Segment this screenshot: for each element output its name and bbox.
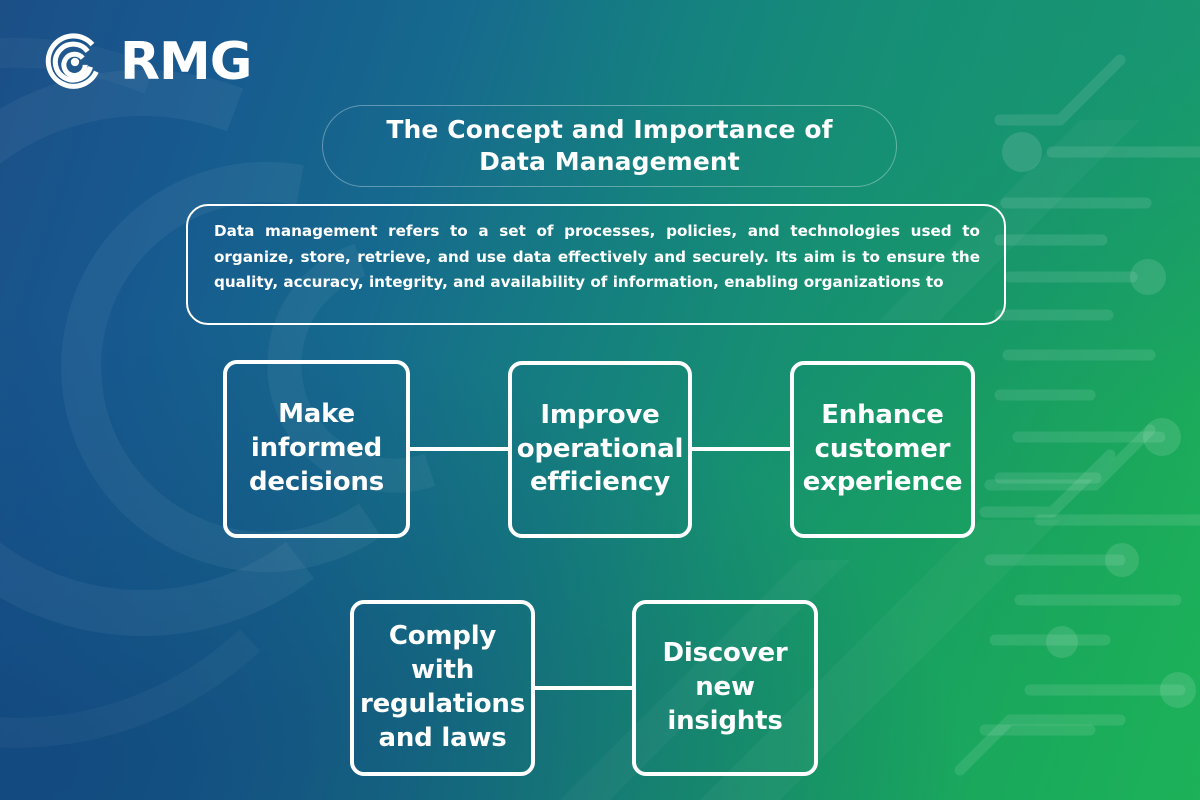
flow-box-label: Discover new insights bbox=[662, 638, 788, 736]
flow-box-label: Enhance customer experience bbox=[802, 399, 963, 498]
rmg-spiral-logo-icon bbox=[45, 33, 99, 89]
page-title: The Concept and Importance of Data Manag… bbox=[386, 114, 833, 177]
flow-box-enhance-customer-experience[interactable]: Enhance customer experience bbox=[790, 361, 975, 538]
connector-line-3 bbox=[531, 686, 636, 690]
flow-box-label: Make informed decisions bbox=[248, 399, 384, 497]
flow-box-label: Improve operational efficiency bbox=[516, 399, 684, 498]
flow-box-make-informed-decisions[interactable]: Make informed decisions bbox=[223, 360, 410, 538]
brand-name: RMG bbox=[120, 32, 252, 92]
flow-box-label: Comply with regulations and laws bbox=[360, 621, 526, 753]
flow-box-improve-operational-efficiency[interactable]: Improve operational efficiency bbox=[508, 361, 692, 538]
flow-box-discover-new-insights[interactable]: Discover new insights bbox=[632, 600, 818, 776]
page-title-container: The Concept and Importance of Data Manag… bbox=[322, 105, 897, 187]
connector-line-1 bbox=[406, 447, 512, 451]
intro-paragraph-container: Data management refers to a set of proce… bbox=[186, 204, 1006, 325]
brand-logo[interactable]: RMG bbox=[44, 31, 252, 93]
flow-box-comply-with-regulations-and-laws[interactable]: Comply with regulations and laws bbox=[350, 600, 535, 776]
connector-line-2 bbox=[688, 447, 794, 451]
intro-paragraph: Data management refers to a set of proce… bbox=[214, 222, 980, 292]
